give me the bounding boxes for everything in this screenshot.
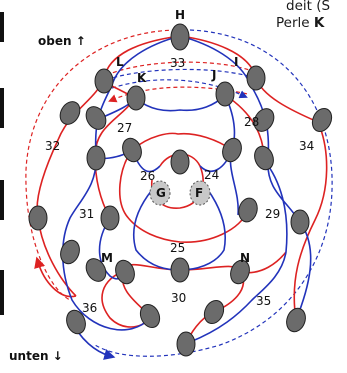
beads (28, 23, 333, 357)
bead (85, 106, 107, 130)
left-edge-bar (0, 88, 4, 128)
bead (139, 303, 161, 329)
region-number: 29 (265, 207, 280, 221)
region-number: 25 (170, 241, 185, 255)
direction-up-label: oben ↑ (38, 34, 86, 48)
bead (85, 258, 107, 282)
region-number: 33 (170, 56, 185, 70)
bead (238, 197, 258, 223)
bead (176, 331, 196, 357)
region-number: 31 (79, 207, 94, 221)
bead-letter-j: J (211, 68, 216, 82)
bead (254, 145, 274, 171)
caption-text: Perle (276, 15, 314, 31)
region-number: 36 (82, 301, 97, 315)
region-number: 24 (204, 168, 219, 182)
region-number: 35 (256, 294, 271, 308)
bead (286, 307, 306, 333)
bead-letter-l: L (116, 55, 124, 69)
bead-letter-m: M (101, 251, 113, 265)
left-edge-bar (0, 12, 4, 42)
bead (311, 107, 333, 133)
bead-letter-f: F (195, 186, 203, 200)
region-number: 26 (140, 169, 155, 183)
bead-g (149, 180, 171, 206)
region-number: 27 (117, 121, 132, 135)
bead (222, 137, 242, 163)
direction-down-label: unten ↓ (9, 349, 63, 363)
bead (203, 299, 225, 325)
bead (122, 137, 142, 163)
caption-line-2: Perle K (276, 15, 324, 31)
bead-j (215, 81, 235, 107)
bead-k (126, 85, 146, 111)
bead-l (94, 68, 114, 94)
bead (290, 209, 310, 235)
bead-n (230, 259, 250, 285)
bead-m (115, 259, 135, 285)
bead (59, 101, 81, 125)
left-edge-bar (0, 180, 4, 220)
bead (253, 108, 275, 132)
bead-h (170, 23, 190, 51)
region-number: 28 (244, 115, 259, 129)
bead-f (189, 180, 211, 206)
top-red-dashed-thread (99, 61, 256, 79)
bead (100, 205, 120, 231)
bead (66, 309, 86, 335)
region-number: 34 (299, 139, 314, 153)
bead-letter-h: H (175, 8, 185, 22)
bead-letter-g: G (156, 186, 166, 200)
caption-line-1: deit (S (286, 0, 331, 14)
region-number: 32 (45, 139, 60, 153)
region-number: 30 (171, 291, 186, 305)
caption-bold-letter: K (313, 15, 325, 31)
bead (86, 145, 106, 171)
bead-letter-k: K (137, 71, 147, 85)
bead-letter-n: N (240, 251, 250, 265)
outer-red-dashed-thread (25, 29, 177, 301)
bead-i (246, 65, 266, 91)
left-edge-bar (0, 270, 4, 315)
bead (170, 149, 190, 175)
bead-letter-i: I (234, 55, 238, 69)
bead (170, 257, 190, 283)
bead (60, 239, 80, 265)
bead (28, 205, 48, 231)
